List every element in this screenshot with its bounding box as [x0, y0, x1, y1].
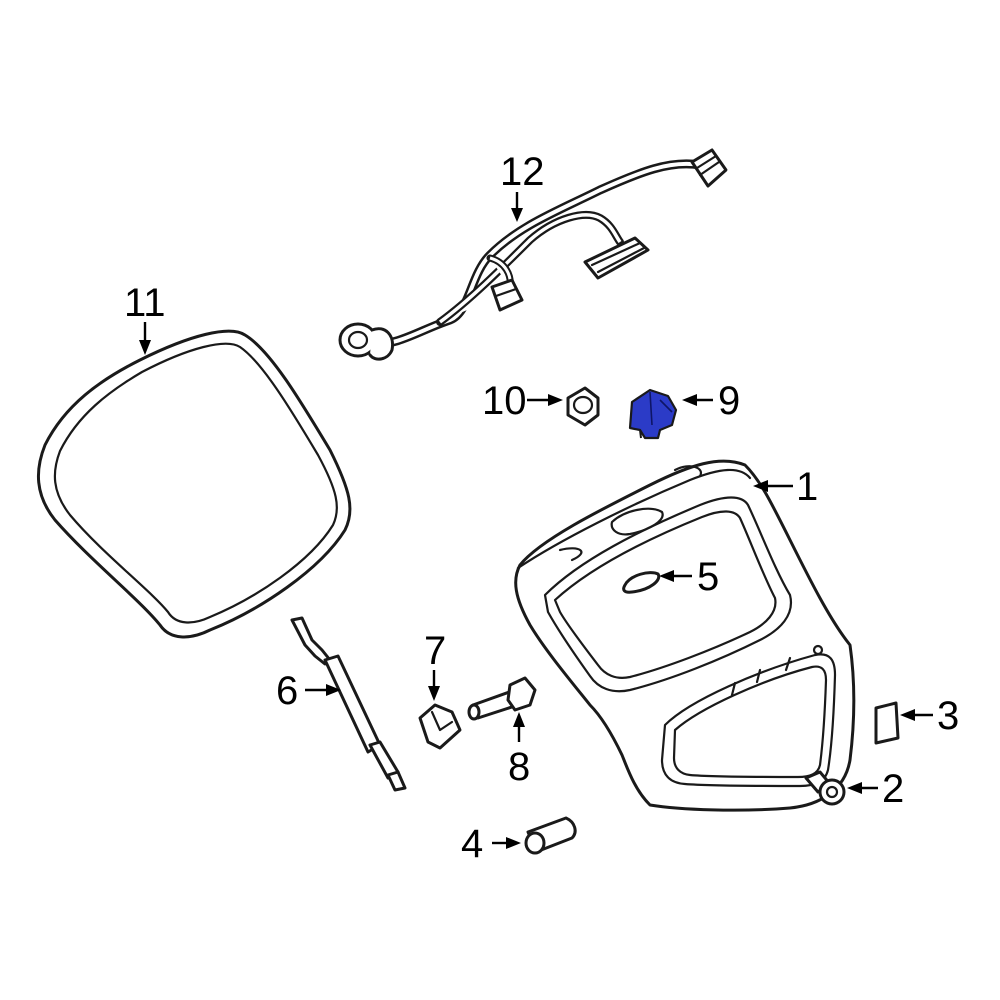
bracket-part[interactable]: [418, 703, 462, 750]
callout-6: 6: [276, 669, 298, 713]
callout-3: 3: [937, 694, 959, 738]
callout-9: 9: [718, 379, 740, 423]
pad-part[interactable]: [874, 701, 900, 745]
callout-numbers: 12 11 10 9 1 5 7 6 8 3 2 4: [124, 150, 959, 866]
callout-8: 8: [508, 745, 530, 789]
callout-10: 10: [482, 379, 527, 423]
bumper-stop-part[interactable]: [804, 770, 846, 806]
callout-4: 4: [461, 822, 483, 866]
callout-11: 11: [124, 281, 166, 325]
callout-2: 2: [882, 767, 904, 811]
wiring-harness-part[interactable]: [338, 148, 728, 361]
harness-connector-upper: [690, 148, 728, 188]
bumper-cylinder-part[interactable]: [524, 816, 577, 855]
callout-12: 12: [500, 150, 545, 194]
harness-connector-block: [583, 236, 650, 280]
harness-connector-middle: [490, 278, 524, 312]
callout-7: 7: [424, 629, 446, 673]
callout-1: 1: [796, 465, 818, 509]
callout-leaders: [139, 192, 933, 849]
bolt-part[interactable]: [467, 676, 537, 721]
latch-switch-part-highlighted[interactable]: [628, 388, 678, 440]
weatherstrip-seal-part[interactable]: [36, 329, 352, 639]
liftgate-panel-part[interactable]: [514, 459, 856, 812]
harness-grommet: [338, 322, 395, 361]
push-nut-part[interactable]: [566, 386, 600, 427]
liftgate-button-part[interactable]: [622, 571, 661, 594]
callout-5: 5: [697, 555, 719, 599]
gas-strut-part[interactable]: [290, 616, 407, 792]
